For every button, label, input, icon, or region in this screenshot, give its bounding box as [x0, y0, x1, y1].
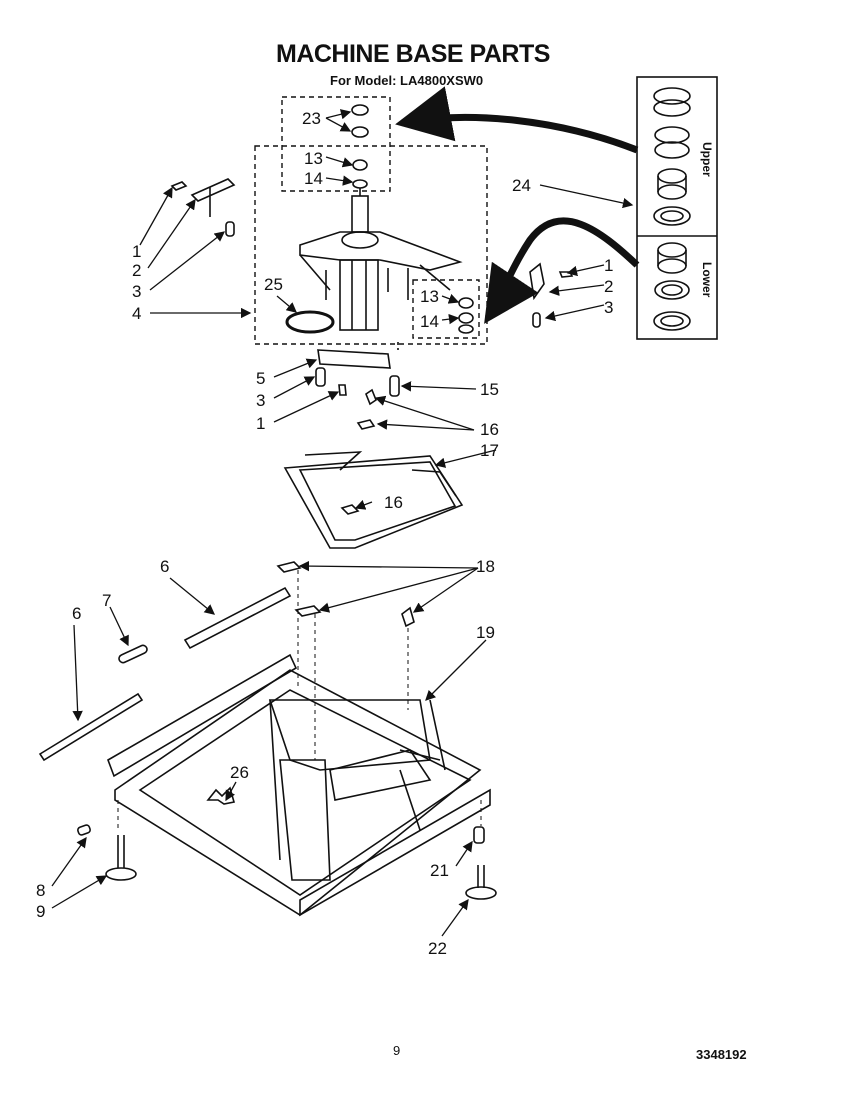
callout-3: 3: [132, 282, 142, 301]
upper-bearing-stack: [351, 104, 369, 196]
callout-14: 14: [304, 169, 323, 188]
callout-1: 1: [256, 414, 266, 433]
callout-3: 3: [604, 298, 614, 317]
callout-19: 19: [476, 623, 495, 642]
callout-26: 26: [230, 763, 249, 782]
callout-17: 17: [480, 441, 499, 460]
callout-2: 2: [604, 277, 614, 296]
callout-13: 13: [420, 287, 439, 306]
callout-1: 1: [604, 256, 614, 275]
upper-bearings-label: Upper: [700, 142, 714, 177]
callout-24: 24: [512, 176, 531, 195]
callout-14: 14: [420, 312, 439, 331]
callout-16: 16: [384, 493, 403, 512]
callout-2: 2: [132, 261, 142, 280]
callout-1: 1: [132, 242, 142, 261]
page-title: MACHINE BASE PARTS: [276, 40, 550, 68]
page-number: 9: [393, 1043, 401, 1058]
model-subtitle: For Model: LA4800XSW0: [330, 73, 484, 88]
callout-6: 6: [72, 604, 82, 623]
lower-bearings-label: Lower: [700, 262, 714, 298]
machine-base-frame: [107, 653, 491, 917]
callout-21: 21: [430, 861, 449, 880]
callout-4: 4: [132, 304, 142, 323]
callout-7: 7: [102, 591, 112, 610]
callout-15: 15: [480, 380, 499, 399]
callout-25: 25: [264, 275, 283, 294]
callout-16: 16: [480, 420, 499, 439]
callout-5: 5: [256, 369, 266, 388]
callout-22: 22: [428, 939, 447, 958]
bearing-kit-box: [636, 76, 718, 340]
callout-18: 18: [476, 557, 495, 576]
dashed-group-boxes: [254, 96, 488, 345]
callout-9: 9: [36, 902, 46, 921]
document-number: 3348192: [696, 1047, 747, 1062]
callout-3: 3: [256, 391, 266, 410]
callout-23: 23: [302, 109, 321, 128]
callout-6: 6: [160, 557, 170, 576]
callout-13: 13: [304, 149, 323, 168]
transmission-hub: [299, 195, 463, 331]
motor-mount-plate: [283, 451, 464, 549]
callout-8: 8: [36, 881, 46, 900]
